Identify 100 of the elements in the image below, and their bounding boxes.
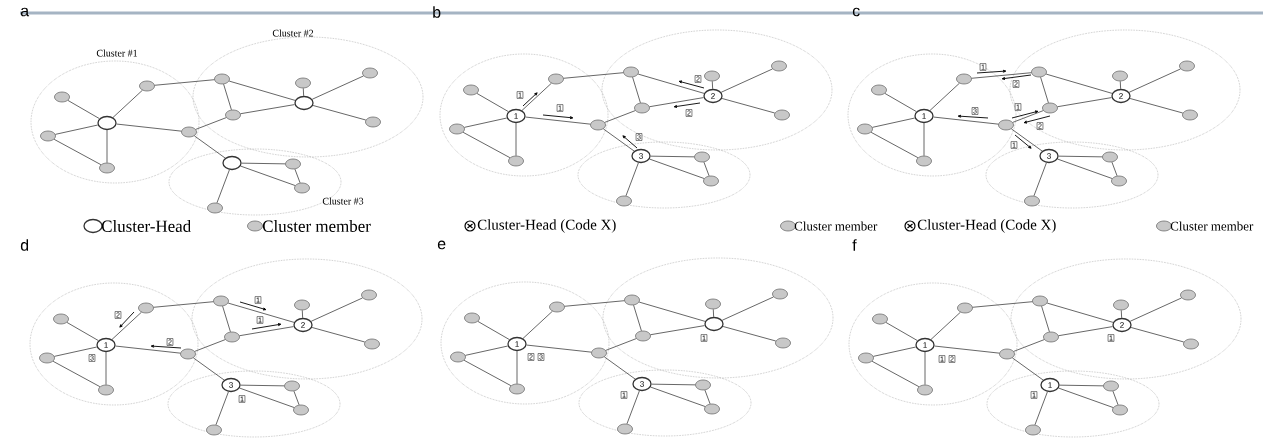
member-node bbox=[624, 294, 640, 306]
member-node bbox=[694, 151, 710, 163]
cluster-label: Cluster #1 bbox=[96, 49, 138, 57]
member-node bbox=[1032, 295, 1048, 307]
link-line bbox=[885, 322, 918, 341]
link-line bbox=[66, 322, 99, 341]
member-node bbox=[998, 119, 1014, 131]
link-line bbox=[222, 305, 231, 333]
link-line bbox=[153, 301, 214, 308]
link-line bbox=[516, 350, 518, 385]
link-line bbox=[193, 135, 226, 159]
link-line bbox=[1120, 309, 1123, 319]
member-node bbox=[54, 91, 70, 103]
panel-letter: e bbox=[437, 240, 446, 250]
link-line bbox=[1012, 110, 1044, 123]
link-line bbox=[1129, 98, 1184, 114]
link-line bbox=[1058, 326, 1113, 337]
link-line bbox=[604, 110, 636, 123]
link-line bbox=[650, 155, 695, 158]
legend-text: Cluster-Head (Code X) bbox=[917, 219, 1056, 233]
link-line bbox=[239, 326, 294, 337]
link-line bbox=[870, 131, 919, 159]
link-line bbox=[54, 346, 98, 357]
member-node bbox=[139, 80, 155, 92]
cluster-head bbox=[294, 95, 314, 111]
member-node bbox=[635, 330, 651, 342]
member-node bbox=[857, 123, 873, 135]
link-line bbox=[293, 390, 300, 406]
member-node bbox=[294, 182, 310, 194]
link-line bbox=[1010, 128, 1043, 152]
link-line bbox=[564, 300, 625, 307]
link-line bbox=[521, 82, 552, 111]
link-line bbox=[1057, 97, 1112, 108]
panel-letter: f bbox=[852, 239, 857, 251]
member-node bbox=[463, 84, 479, 96]
member-node bbox=[294, 299, 310, 311]
link-line bbox=[464, 117, 508, 128]
link-line bbox=[602, 128, 635, 152]
member-node bbox=[1031, 66, 1047, 78]
member-node bbox=[361, 289, 377, 301]
link-line bbox=[216, 169, 230, 204]
link-line bbox=[1045, 73, 1113, 94]
link-line bbox=[721, 296, 774, 321]
member-node bbox=[40, 130, 56, 142]
member-node bbox=[1112, 70, 1128, 82]
link-line bbox=[105, 351, 107, 386]
link-line bbox=[1040, 76, 1049, 104]
member-node bbox=[1112, 404, 1128, 416]
member-node bbox=[999, 348, 1015, 360]
link-line bbox=[1059, 384, 1104, 387]
member-node bbox=[548, 73, 564, 85]
link-line bbox=[55, 124, 99, 135]
cluster-label: Cluster #3 bbox=[322, 197, 364, 205]
link-line bbox=[722, 326, 777, 342]
member-node bbox=[1043, 331, 1059, 343]
member-node bbox=[772, 288, 788, 300]
member-node bbox=[704, 403, 720, 415]
member-node bbox=[695, 379, 711, 391]
link-line bbox=[929, 82, 960, 111]
member-node bbox=[362, 67, 378, 79]
member-node bbox=[293, 404, 309, 416]
link-line bbox=[650, 386, 706, 407]
link-line bbox=[933, 116, 999, 125]
member-node bbox=[775, 337, 791, 349]
member-node bbox=[224, 331, 240, 343]
link-line bbox=[116, 123, 182, 132]
legend-text: Cluster member bbox=[1170, 221, 1254, 231]
member-node bbox=[284, 380, 300, 392]
link-line bbox=[704, 389, 711, 405]
member-node bbox=[295, 77, 311, 89]
member-node bbox=[138, 302, 154, 314]
member-node bbox=[956, 73, 972, 85]
member-node bbox=[1183, 338, 1199, 350]
link-line bbox=[223, 83, 232, 111]
member-node bbox=[1102, 151, 1118, 163]
member-node bbox=[704, 70, 720, 82]
member-node bbox=[98, 384, 114, 396]
link-line bbox=[194, 339, 226, 352]
link-line bbox=[712, 308, 715, 318]
member-node bbox=[917, 384, 933, 396]
link-line bbox=[1013, 339, 1045, 352]
cluster-label: Cluster #2 bbox=[272, 29, 314, 37]
member-node bbox=[1111, 175, 1127, 187]
member-node bbox=[207, 202, 223, 214]
link-line bbox=[873, 346, 917, 357]
member-node bbox=[450, 351, 466, 363]
member-node bbox=[591, 347, 607, 359]
link-line bbox=[112, 89, 143, 118]
member-node bbox=[365, 116, 381, 128]
link-line bbox=[871, 360, 920, 388]
link-line bbox=[1034, 391, 1048, 426]
link-line bbox=[227, 302, 295, 323]
link-line bbox=[241, 162, 286, 165]
link-line bbox=[1130, 327, 1185, 343]
member-node bbox=[509, 383, 525, 395]
member-node bbox=[39, 352, 55, 364]
link-line bbox=[522, 310, 553, 339]
member-node bbox=[1042, 102, 1058, 114]
link-line bbox=[1057, 158, 1113, 179]
link-line bbox=[924, 351, 926, 386]
